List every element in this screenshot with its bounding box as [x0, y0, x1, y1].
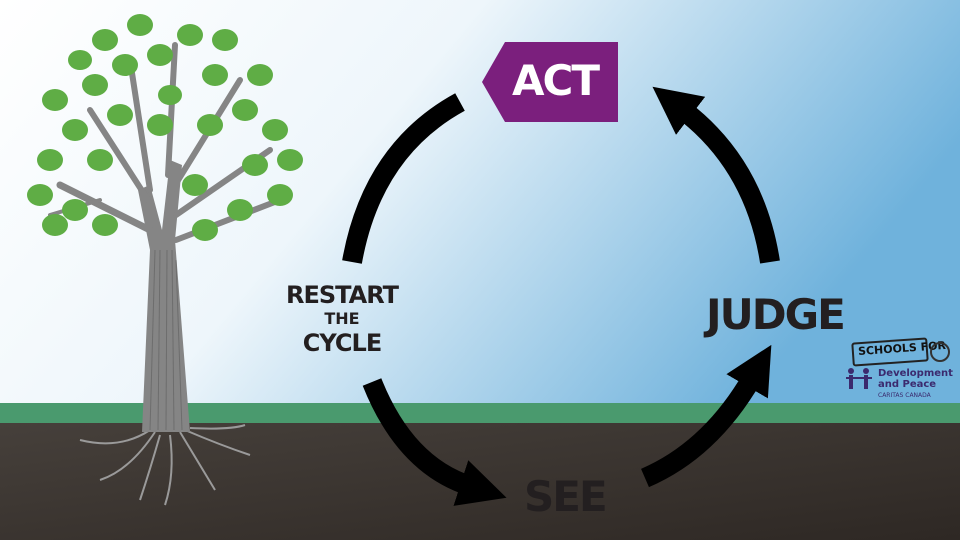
restart-line-2: THE	[324, 309, 360, 328]
arrow-restart-to-act	[342, 93, 465, 264]
tree-illustration	[27, 14, 303, 506]
restart-line-3: CYCLE	[302, 329, 382, 357]
arrow-restart-to-see	[362, 378, 507, 506]
development-peace-logo-figures	[846, 368, 872, 389]
restart-line-1: RESTART	[285, 281, 399, 309]
dp-line-1: Development	[878, 368, 953, 379]
act-tag	[482, 42, 618, 122]
stage-act-label: ACT	[512, 56, 600, 105]
development-peace-logo: Development and Peace CARITAS CANADA	[844, 366, 956, 402]
soil-ground	[0, 423, 960, 540]
schools-for-logo: SCHOOLS FOR	[851, 336, 952, 367]
stage-see-label: SEE	[524, 472, 608, 521]
globe-icon	[930, 342, 950, 362]
arrow-judge-to-act	[652, 86, 780, 264]
arrow-see-to-judge	[640, 344, 772, 488]
dp-subtitle: CARITAS CANADA	[878, 392, 931, 399]
dp-line-2: and Peace	[878, 379, 937, 390]
dp-name: Development and Peace	[878, 368, 953, 390]
cycle-arrows	[342, 86, 780, 506]
restart-cycle-label: RESTART THE CYCLE	[272, 282, 412, 356]
stage-judge-label: JUDGE	[706, 290, 846, 339]
